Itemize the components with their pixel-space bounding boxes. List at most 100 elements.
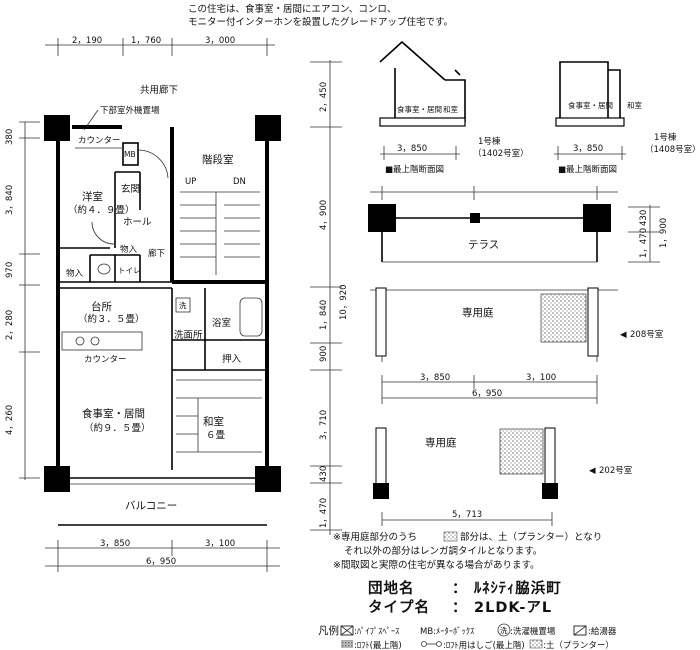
svg-text:◀: ◀ <box>620 330 627 340</box>
label-meter-area: 下部室外機置場 <box>100 105 160 116</box>
section2-room1: 食事室・居間 <box>568 100 613 110</box>
label-yoshitsu-size: （約４．９畳） <box>68 204 135 216</box>
right-dim-4: 900 <box>319 346 329 362</box>
section-1402: 食事室・居間 和室 3，850 1号棟 （1402号室） ■最上階断面図 <box>379 40 529 175</box>
property-info: 団地名 ： ﾙﾈｼﾃｨ脇浜町 タイプ名 ： 2LDK-アL <box>368 579 562 616</box>
label-stair: 階段室 <box>202 153 234 166</box>
stair-steps <box>180 191 260 275</box>
garden-208: 専用庭 208号室 ◀ 3，850 3，100 6，950 <box>370 287 664 404</box>
left-dim-1: 380 <box>5 129 15 145</box>
info-label2: タイプ名 <box>368 598 430 616</box>
right-dim-6: 430 <box>319 466 329 482</box>
pillar <box>44 466 70 492</box>
garden-202: 専用庭 202号室 ◀ 5，713 <box>373 427 633 526</box>
right-dim-3: 1，840 <box>319 300 329 330</box>
legend-loft: :ﾛﾌﾄ(最上階) <box>354 640 402 650</box>
legend-pipe: :ﾊﾟｲﾌﾟｽﾍﾟｰｽ <box>354 627 399 637</box>
label-wash: 洗 <box>179 300 187 310</box>
label-garden2: 専用庭 <box>425 436 457 449</box>
left-dimensions: 380 3，840 970 2，280 4，260 <box>5 121 40 480</box>
section2-caption: ■最上階断面図 <box>558 164 617 175</box>
top-dim-2: 1，760 <box>131 36 161 46</box>
legend-ladder: :ﾛﾌﾄ用はしご(最上階) <box>443 640 525 650</box>
label-hall: ホール <box>123 217 152 228</box>
info-colon1: ： <box>452 581 468 597</box>
info-value2: 2LDK-アL <box>474 600 552 616</box>
note-1b: 部分は、土（プランター）となり <box>460 531 602 543</box>
right-dim-1: 2，450 <box>319 82 329 112</box>
label-washroom: 洗面所 <box>174 329 203 341</box>
left-dim-3: 970 <box>5 262 15 278</box>
label-208: 208号室 <box>630 329 664 340</box>
pillar <box>255 115 281 141</box>
left-dim-2: 3，840 <box>5 185 15 215</box>
label-genkan: 玄関 <box>121 183 140 195</box>
notes: ※専用庭部分のうち 部分は、土（プランター）となり それ以外の部分はレンガ調タイ… <box>333 531 602 571</box>
legend-heater: :給湯器 <box>588 626 617 637</box>
section1-caption: ■最上階断面図 <box>385 164 444 175</box>
label-corridor: 共用廊下 <box>140 84 178 96</box>
note-1a: ※専用庭部分のうち <box>333 531 417 543</box>
info-colon2: ： <box>452 600 468 616</box>
label-storage2: 物入 <box>66 268 84 279</box>
garden1-dim-1: 3，850 <box>420 373 450 383</box>
terrace-dim-1: 430 <box>639 210 649 226</box>
label-oshiire: 押入 <box>222 353 242 365</box>
section2-room2: 和室 <box>627 100 642 110</box>
label-202: 202号室 <box>599 465 633 476</box>
right-dimensions: 2，450 4，900 1，840 900 3，710 430 1，470 10… <box>310 60 349 535</box>
terrace-plan: テラス 430 1，470 1，900 <box>368 186 669 263</box>
left-dim-4: 2，280 <box>5 310 15 340</box>
label-garden1: 専用庭 <box>462 306 494 319</box>
legend-mb: MB:ﾒｰﾀｰﾎﾞｯｸｽ <box>420 627 474 637</box>
section-1408: 食事室・居間 和室 3，850 1号棟 （1408号室） ■最上階断面図 <box>554 61 700 175</box>
label-rouka: 廊下 <box>148 248 166 259</box>
bottom-dimensions: 3，850 3，100 6，950 <box>45 539 280 572</box>
section2-tag: 1号棟 <box>654 132 677 143</box>
left-dim-5: 4，260 <box>5 405 15 435</box>
label-balcony: バルコニー <box>125 500 177 512</box>
label-dn: DN <box>233 177 246 187</box>
bottom-dim-total: 6，950 <box>146 557 176 567</box>
garden1-dim-total: 6，950 <box>472 389 502 399</box>
section2-dim: 3，850 <box>573 144 603 154</box>
label-mb: MB <box>124 150 136 159</box>
top-dimensions: 2，190 1，760 3，000 <box>45 36 275 56</box>
pillar <box>44 115 70 141</box>
main-floor-plan: 共用廊下 下部室外機置場 カウンター MB <box>44 84 281 526</box>
section1-unit: （1402号室） <box>473 148 529 159</box>
label-kitchen-size: （約３．５畳） <box>78 313 145 325</box>
label-storage1: 物入 <box>120 244 138 255</box>
right-dim-total: 10，920 <box>339 284 349 320</box>
legend: 凡例 :ﾊﾟｲﾌﾟｽﾍﾟｰｽ MB:ﾒｰﾀｰﾎﾞｯｸｽ 洗 :洗濯機置場 :給湯… <box>318 623 617 650</box>
header-note-line1: この住宅は、食事室・居間にエアコン、コンロ、 <box>188 3 396 15</box>
section1-room1: 食事室・居間 <box>397 104 442 114</box>
section1-dim: 3，850 <box>397 144 427 154</box>
terrace-dim-2: 1，470 <box>639 228 649 258</box>
section1-tag: 1号棟 <box>478 136 501 147</box>
garden1-dim-2: 3，100 <box>526 373 556 383</box>
label-dining: 食事室・居間 <box>82 407 145 420</box>
bottom-dim-1: 3，850 <box>100 539 130 549</box>
legend-title: 凡例 <box>318 624 339 637</box>
right-dim-2: 4，900 <box>319 200 329 230</box>
label-counter-top: カウンター <box>78 136 121 146</box>
label-up: UP <box>185 177 196 187</box>
section2-unit: （1408号室） <box>645 144 700 155</box>
label-bath: 浴室 <box>212 317 231 329</box>
legend-wash-mark: 洗 <box>500 625 508 635</box>
terrace-dim-3: 1，900 <box>659 218 669 248</box>
info-label1: 団地名 <box>368 579 415 597</box>
right-dim-7: 1，470 <box>319 498 329 528</box>
top-dim-3: 3，000 <box>205 36 235 46</box>
header-note-line2: モニター付インターホンを設置したグレードアップ住宅です。 <box>188 16 453 28</box>
label-yoshitsu: 洋室 <box>82 190 103 203</box>
info-value1: ﾙﾈｼﾃｨ脇浜町 <box>473 579 562 597</box>
label-counter2: カウンター <box>84 355 127 365</box>
garden2-dim-total: 5，713 <box>452 510 482 520</box>
right-dim-5: 3，710 <box>319 410 329 440</box>
pillar <box>255 466 281 492</box>
label-toilet: トイレ <box>118 266 141 275</box>
note-3: ※間取図と実際の住宅が異なる場合があります。 <box>333 559 540 571</box>
